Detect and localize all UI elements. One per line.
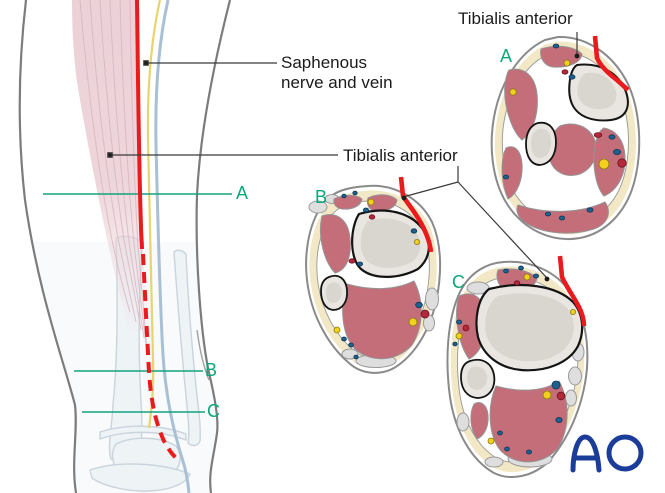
vessel-dots-blue [502, 43, 622, 221]
leg-illustration [18, 0, 232, 493]
leader-dot [143, 60, 149, 66]
fibula-marrow [531, 128, 551, 158]
artery-dots [561, 69, 627, 168]
level-lines [43, 193, 232, 413]
ao-logo-mark [570, 434, 644, 473]
muscle-striations [79, 0, 148, 351]
muscles [320, 194, 422, 360]
fibula-marrow [326, 282, 342, 303]
section-label-b: B [315, 187, 328, 207]
incision-section-c [557, 255, 587, 327]
leg-outline [18, 0, 232, 493]
incision-line-solid [135, 0, 144, 250]
artery-dots [348, 214, 430, 319]
nerve-dots [333, 198, 420, 334]
artery-dots [462, 280, 566, 401]
leader-dot [401, 195, 407, 201]
fibula-marrow [467, 366, 488, 390]
vessel-dots-blue [452, 265, 563, 455]
section-label-c: C [452, 272, 465, 292]
incision-line-dashed [141, 253, 179, 461]
nerve-dots [509, 59, 610, 170]
cross-section-c [446, 255, 589, 478]
vessel-dots-blue [341, 190, 423, 360]
cross-section-b [305, 176, 442, 374]
label-tibialis-anterior-left: Tibialis anterior [343, 146, 458, 165]
label-saphenous-nerve-vein: Saphenous nerve and vein [281, 53, 393, 93]
logo-letter-a [570, 434, 602, 473]
cross-section-a [490, 35, 641, 240]
leader-branch-to-c [457, 181, 548, 279]
section-label-a: A [500, 46, 513, 66]
leader-branch-to-b [402, 166, 459, 198]
label-tibialis-anterior-top: Tibialis anterior [458, 9, 573, 28]
leader-dot [107, 152, 113, 158]
tibia-marrow [577, 72, 617, 110]
leader-dot [574, 53, 580, 59]
saphenous-vein-line [154, 0, 191, 493]
level-label-b-leg: B [205, 360, 218, 380]
leader-dot [544, 276, 550, 282]
nerve-dots [455, 273, 577, 445]
level-label-a-leg: A [236, 183, 249, 203]
incision-section-a [592, 35, 630, 92]
leader-lines [107, 32, 580, 282]
level-label-c-leg: C [207, 401, 220, 421]
tibia-marrow [360, 218, 421, 268]
tibia-marrow [485, 293, 574, 362]
label-saphenous-line1: Saphenous [281, 53, 368, 72]
logo-letter-o [606, 434, 644, 472]
saphenous-nerve-line [146, 0, 162, 429]
label-saphenous-line2: nerve and vein [281, 73, 393, 92]
tendon-blobs [308, 194, 439, 368]
ao-logo: AO [568, 433, 644, 473]
incision-section-b [398, 176, 434, 253]
